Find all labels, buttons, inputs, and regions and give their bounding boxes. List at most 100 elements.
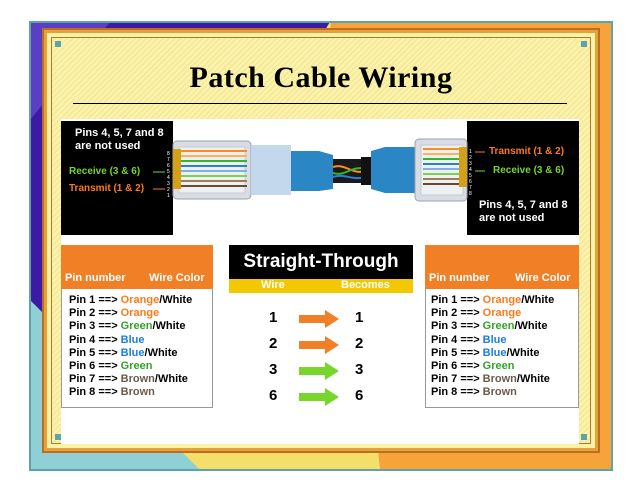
left-cable-boot (251, 145, 333, 195)
wire-number: 6 (269, 387, 278, 404)
svg-text:4: 4 (469, 167, 472, 173)
pin-row: Pin 1 ==> Orange/White (431, 294, 554, 307)
pin-label: Pin 2 ==> (431, 307, 483, 320)
svg-text:3: 3 (167, 181, 170, 187)
svg-text:7: 7 (469, 185, 472, 191)
wire-color-name: Blue (482, 333, 507, 346)
right-arrow-icon (299, 388, 339, 406)
wire-color-name: Orange (482, 294, 522, 306)
right-header-pin-number: Pin number (429, 272, 490, 284)
wire-color-name: Blue (120, 346, 145, 359)
col-becomes-label: Becomes (341, 279, 390, 291)
pin-label: Pin 3 ==> (431, 320, 483, 333)
wire-color-name: Green (482, 320, 515, 333)
pin-label: Pin 3 ==> (69, 320, 121, 333)
pin-label: Pin 1 ==> (69, 294, 121, 306)
col-wire-label: Wire (261, 279, 285, 291)
pin-row: Pin 7 ==> Brown/White (431, 373, 554, 386)
wire-color-name: Blue (120, 333, 145, 346)
pin-label: Pin 1 ==> (431, 294, 483, 306)
corner-marker (55, 41, 61, 47)
pin-row: Pin 2 ==> Orange (431, 307, 554, 320)
right-rj45-connector (414, 138, 468, 202)
right-pin-table-header: Pin number Wire Color (425, 245, 579, 289)
pin-label: Pin 8 ==> (69, 386, 121, 399)
left-unused-pins-note: Pins 4, 5, 7 and 8 are not used (75, 127, 164, 152)
wire-number: 3 (269, 361, 278, 378)
pin-label: Pin 4 ==> (69, 333, 121, 346)
slide-title: Patch Cable Wiring (189, 61, 453, 94)
wire-color-name: Orange (120, 294, 160, 306)
pin-row: Pin 3 ==> Green/White (69, 320, 192, 333)
pin-label: Pin 5 ==> (69, 346, 121, 359)
svg-text:8: 8 (167, 151, 170, 157)
cable-wires (332, 157, 371, 185)
svg-text:3: 3 (469, 161, 472, 167)
wire-color-suffix: /White (521, 294, 555, 306)
pin-row: Pin 8 ==> Brown (431, 386, 554, 399)
pin-row: Pin 4 ==> Blue (431, 334, 554, 347)
right-black-panel (467, 121, 579, 235)
wire-color-suffix: /White (516, 373, 550, 386)
corner-marker (581, 41, 587, 47)
pin-row: Pin 6 ==> Green (431, 360, 554, 373)
wire-color-name: Brown (482, 373, 517, 386)
pin-row: Pin 6 ==> Green (69, 360, 192, 373)
right-arrow-icon (299, 336, 339, 354)
right-pin-table-body (425, 289, 579, 408)
wire-color-name: Orange (482, 307, 522, 320)
pin-row: Pin 1 ==> Orange/White (69, 294, 192, 307)
slide-panel: Patch Cable Wiring (44, 30, 598, 451)
pin-label: Pin 7 ==> (431, 373, 483, 386)
wire-color-name: Green (120, 320, 153, 333)
wire-number: 1 (269, 309, 278, 326)
wire-color-suffix: /White (154, 373, 188, 386)
pin-label: Pin 4 ==> (431, 333, 483, 346)
wire-color-suffix: /White (514, 320, 548, 333)
wire-color-suffix: /White (152, 320, 186, 333)
right-header-wire-color: Wire Color (515, 272, 571, 284)
corner-marker (581, 434, 587, 440)
left-rj45-connector (172, 140, 252, 200)
pin-row: Pin 8 ==> Brown (69, 386, 192, 399)
pin-label: Pin 6 ==> (69, 360, 121, 373)
right-arrow-icon (299, 310, 339, 328)
corner-marker (55, 434, 61, 440)
left-header-pin-number: Pin number (65, 272, 126, 284)
wire-number: 2 (269, 335, 278, 352)
wire-color-name: Brown (120, 373, 155, 386)
svg-text:4: 4 (167, 175, 170, 181)
pin-row: Pin 3 ==> Green/White (431, 320, 554, 333)
wire-color-suffix: /White (506, 346, 540, 359)
pin-label: Pin 8 ==> (431, 386, 483, 399)
wire-color-suffix: /White (144, 346, 178, 359)
becomes-number: 2 (355, 335, 364, 352)
svg-text:6: 6 (167, 163, 170, 169)
becomes-number: 6 (355, 387, 364, 404)
right-unused-pins-note: Pins 4, 5, 7 and 8 are not used (479, 199, 568, 224)
pin-row: Pin 4 ==> Blue (69, 334, 192, 347)
wire-color-name: Orange (120, 307, 160, 320)
svg-text:6: 6 (469, 179, 472, 185)
svg-text:5: 5 (469, 173, 472, 179)
becomes-number: 1 (355, 309, 364, 326)
becomes-number: 3 (355, 361, 364, 378)
svg-text:2: 2 (167, 187, 170, 193)
svg-text:8: 8 (469, 191, 472, 197)
pin-label: Pin 6 ==> (431, 360, 483, 373)
wire-color-suffix: /White (159, 294, 193, 306)
wire-color-name: Brown (482, 386, 517, 399)
pin-row: Pin 5 ==> Blue/White (431, 347, 554, 360)
svg-text:1: 1 (469, 149, 472, 155)
right-transmit-label: Transmit (1 & 2) (489, 146, 565, 157)
svg-text:7: 7 (167, 157, 170, 163)
left-header-wire-color: Wire Color (149, 272, 205, 284)
left-pin-table-header: Pin number Wire Color (61, 245, 213, 289)
left-black-panel (61, 121, 173, 235)
pin-label: Pin 2 ==> (69, 307, 121, 320)
